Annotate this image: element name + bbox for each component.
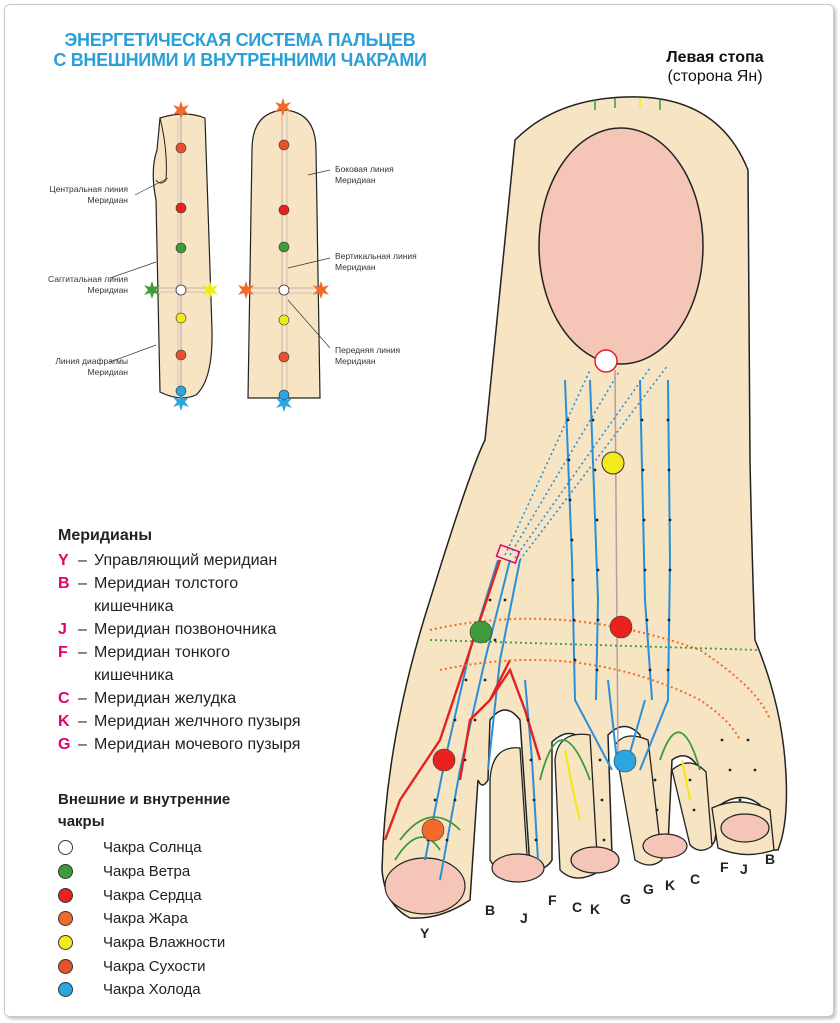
toe-label-j1: J — [520, 910, 528, 926]
chakra-swatch — [58, 982, 73, 998]
meridian-name: Меридиан позвоночника — [94, 621, 277, 638]
meridian-name: Меридиан желчного пузыря — [94, 713, 301, 730]
diagram-title: ЭНЕРГЕТИЧЕСКАЯ СИСТЕМА ПАЛЬЦЕВ С ВНЕШНИМ… — [30, 30, 450, 70]
label-central-line: Центральная линия — [49, 184, 128, 194]
label-front-line-2: Меридиан — [335, 356, 376, 366]
meridian-code: C — [58, 690, 70, 707]
toe-label-g1: G — [620, 891, 631, 907]
chakra-heat-point — [421, 818, 445, 842]
toe-label-g2: G — [643, 881, 654, 897]
chakra-row: Чакра Жара — [58, 907, 225, 931]
meridian-name: Меридиан мочевого пузыря — [94, 736, 301, 753]
foot-title-sub: (сторона Ян) — [667, 68, 763, 85]
chakras-heading-line-2: чакры — [58, 813, 105, 830]
finger-front-view: Боковая линия Меридиан Вертикальная лини… — [238, 98, 417, 412]
label-sagittal-line-2: Меридиан — [87, 285, 128, 295]
label-diaphragm-line-2: Меридиан — [87, 367, 128, 377]
label-vertical-line-2: Меридиан — [335, 262, 376, 272]
label-lateral-line: Боковая линия — [335, 164, 394, 174]
label-vertical-line: Вертикальная линия — [335, 251, 417, 261]
legend-row: K– Меридиан желчного пузыря — [58, 710, 388, 733]
big-toe-nail — [538, 127, 704, 365]
title-line-2: С ВНЕШНИМИ И ВНУТРЕННИМИ ЧАКРАМИ — [53, 50, 427, 70]
chakra-row: Чакра Сухости — [58, 954, 225, 978]
chakra-name: Чакра Сердца — [103, 886, 202, 904]
title-line-1: ЭНЕРГЕТИЧЕСКАЯ СИСТЕМА ПАЛЬЦЕВ — [64, 30, 416, 50]
label-central-line-2: Меридиан — [87, 195, 128, 205]
toe-label-j2: J — [740, 861, 748, 877]
foot-title: Левая стопа (сторона Ян) — [640, 48, 790, 86]
meridian-name: Меридиан желудка — [94, 690, 237, 707]
toe-label-f1: F — [548, 892, 557, 908]
legend-row: F– Меридиан тонкого — [58, 641, 388, 664]
chakra-swatch — [58, 840, 73, 856]
chakra-cold-point — [613, 749, 637, 773]
toe-label-k2: K — [665, 877, 675, 893]
toe-label-c1: C — [572, 899, 582, 915]
chakra-heart-point-2 — [432, 748, 456, 772]
meridian-name: Меридиан тонкого — [94, 644, 231, 661]
meridian-code: K — [58, 713, 70, 730]
chakra-swatch — [58, 958, 73, 974]
meridian-code: F — [58, 644, 68, 661]
chakra-swatch — [58, 911, 73, 927]
legend-row: B– Меридиан толстого — [58, 572, 388, 595]
chakra-name: Чакра Солнца — [103, 839, 202, 857]
label-diaphragm-line: Линия диафрагмы — [55, 356, 128, 366]
foot-diagram: Y B J F C K G G K C F J B — [381, 96, 788, 941]
toe-label-f2: F — [720, 859, 729, 875]
toe-label-y: Y — [420, 925, 430, 941]
legend-row: C– Меридиан желудка — [58, 687, 388, 710]
legend-row: J– Меридиан позвоночника — [58, 618, 388, 641]
finger-side-view: Центральная линия Меридиан Саггитальная … — [48, 101, 218, 411]
chakra-swatch — [58, 864, 73, 880]
meridian-name-cont: кишечника — [94, 598, 174, 615]
chakra-row: Чакра Сердца — [58, 883, 225, 907]
meridian-code: G — [58, 736, 71, 753]
chakras-heading: Внешние и внутренние чакры — [58, 789, 308, 833]
chakra-swatch — [58, 887, 73, 903]
label-front-line: Передняя линия — [335, 345, 400, 355]
meridian-code: Y — [58, 552, 69, 569]
chakras-heading-line-1: Внешние и внутренние — [58, 791, 231, 808]
meridian-legend: Меридианы Y– Управляющий меридиан B– Мер… — [58, 527, 388, 756]
chakra-sun-point — [594, 349, 618, 373]
chakra-swatch — [58, 935, 73, 951]
chakra-name: Чакра Влажности — [103, 934, 226, 952]
toe-label-b1: B — [485, 902, 495, 918]
chakra-humidity-point — [601, 451, 625, 475]
label-lateral-line-2: Меридиан — [335, 175, 376, 185]
meridians-heading: Меридианы — [58, 527, 153, 544]
chakra-wind-point — [469, 620, 493, 644]
chakra-row: Чакра Холода — [58, 978, 225, 1002]
toe-label-k1: K — [590, 901, 600, 917]
foot-title-main: Левая стопа — [666, 49, 764, 66]
chakra-row: Чакра Влажности — [58, 931, 225, 955]
chakra-row: Чакра Солнца — [58, 836, 225, 860]
meridian-code: J — [58, 621, 67, 638]
legend-row: G– Меридиан мочевого пузыря — [58, 733, 388, 756]
chakra-name: Чакра Жара — [103, 910, 188, 928]
legend-row-cont: кишечника — [58, 595, 388, 618]
toe-label-b2: B — [765, 851, 775, 867]
meridian-name-cont: кишечника — [94, 667, 174, 684]
legend-row-cont: кишечника — [58, 664, 388, 687]
meridian-code: B — [58, 575, 70, 592]
toe-label-c2: C — [690, 871, 700, 887]
chakra-name: Чакра Ветра — [103, 863, 191, 881]
label-sagittal-line: Саггитальная линия — [48, 274, 128, 284]
chakra-heart-point — [609, 615, 633, 639]
meridian-name: Управляющий меридиан — [94, 552, 278, 569]
chakra-row: Чакра Ветра — [58, 860, 225, 884]
chakra-name: Чакра Холода — [103, 981, 201, 999]
legend-row: Y– Управляющий меридиан — [58, 549, 388, 572]
chakra-legend: Чакра Солнца Чакра Ветра Чакра Сердца Ча… — [58, 836, 225, 1002]
chakra-name: Чакра Сухости — [103, 957, 206, 975]
meridian-name: Меридиан толстого — [94, 575, 239, 592]
